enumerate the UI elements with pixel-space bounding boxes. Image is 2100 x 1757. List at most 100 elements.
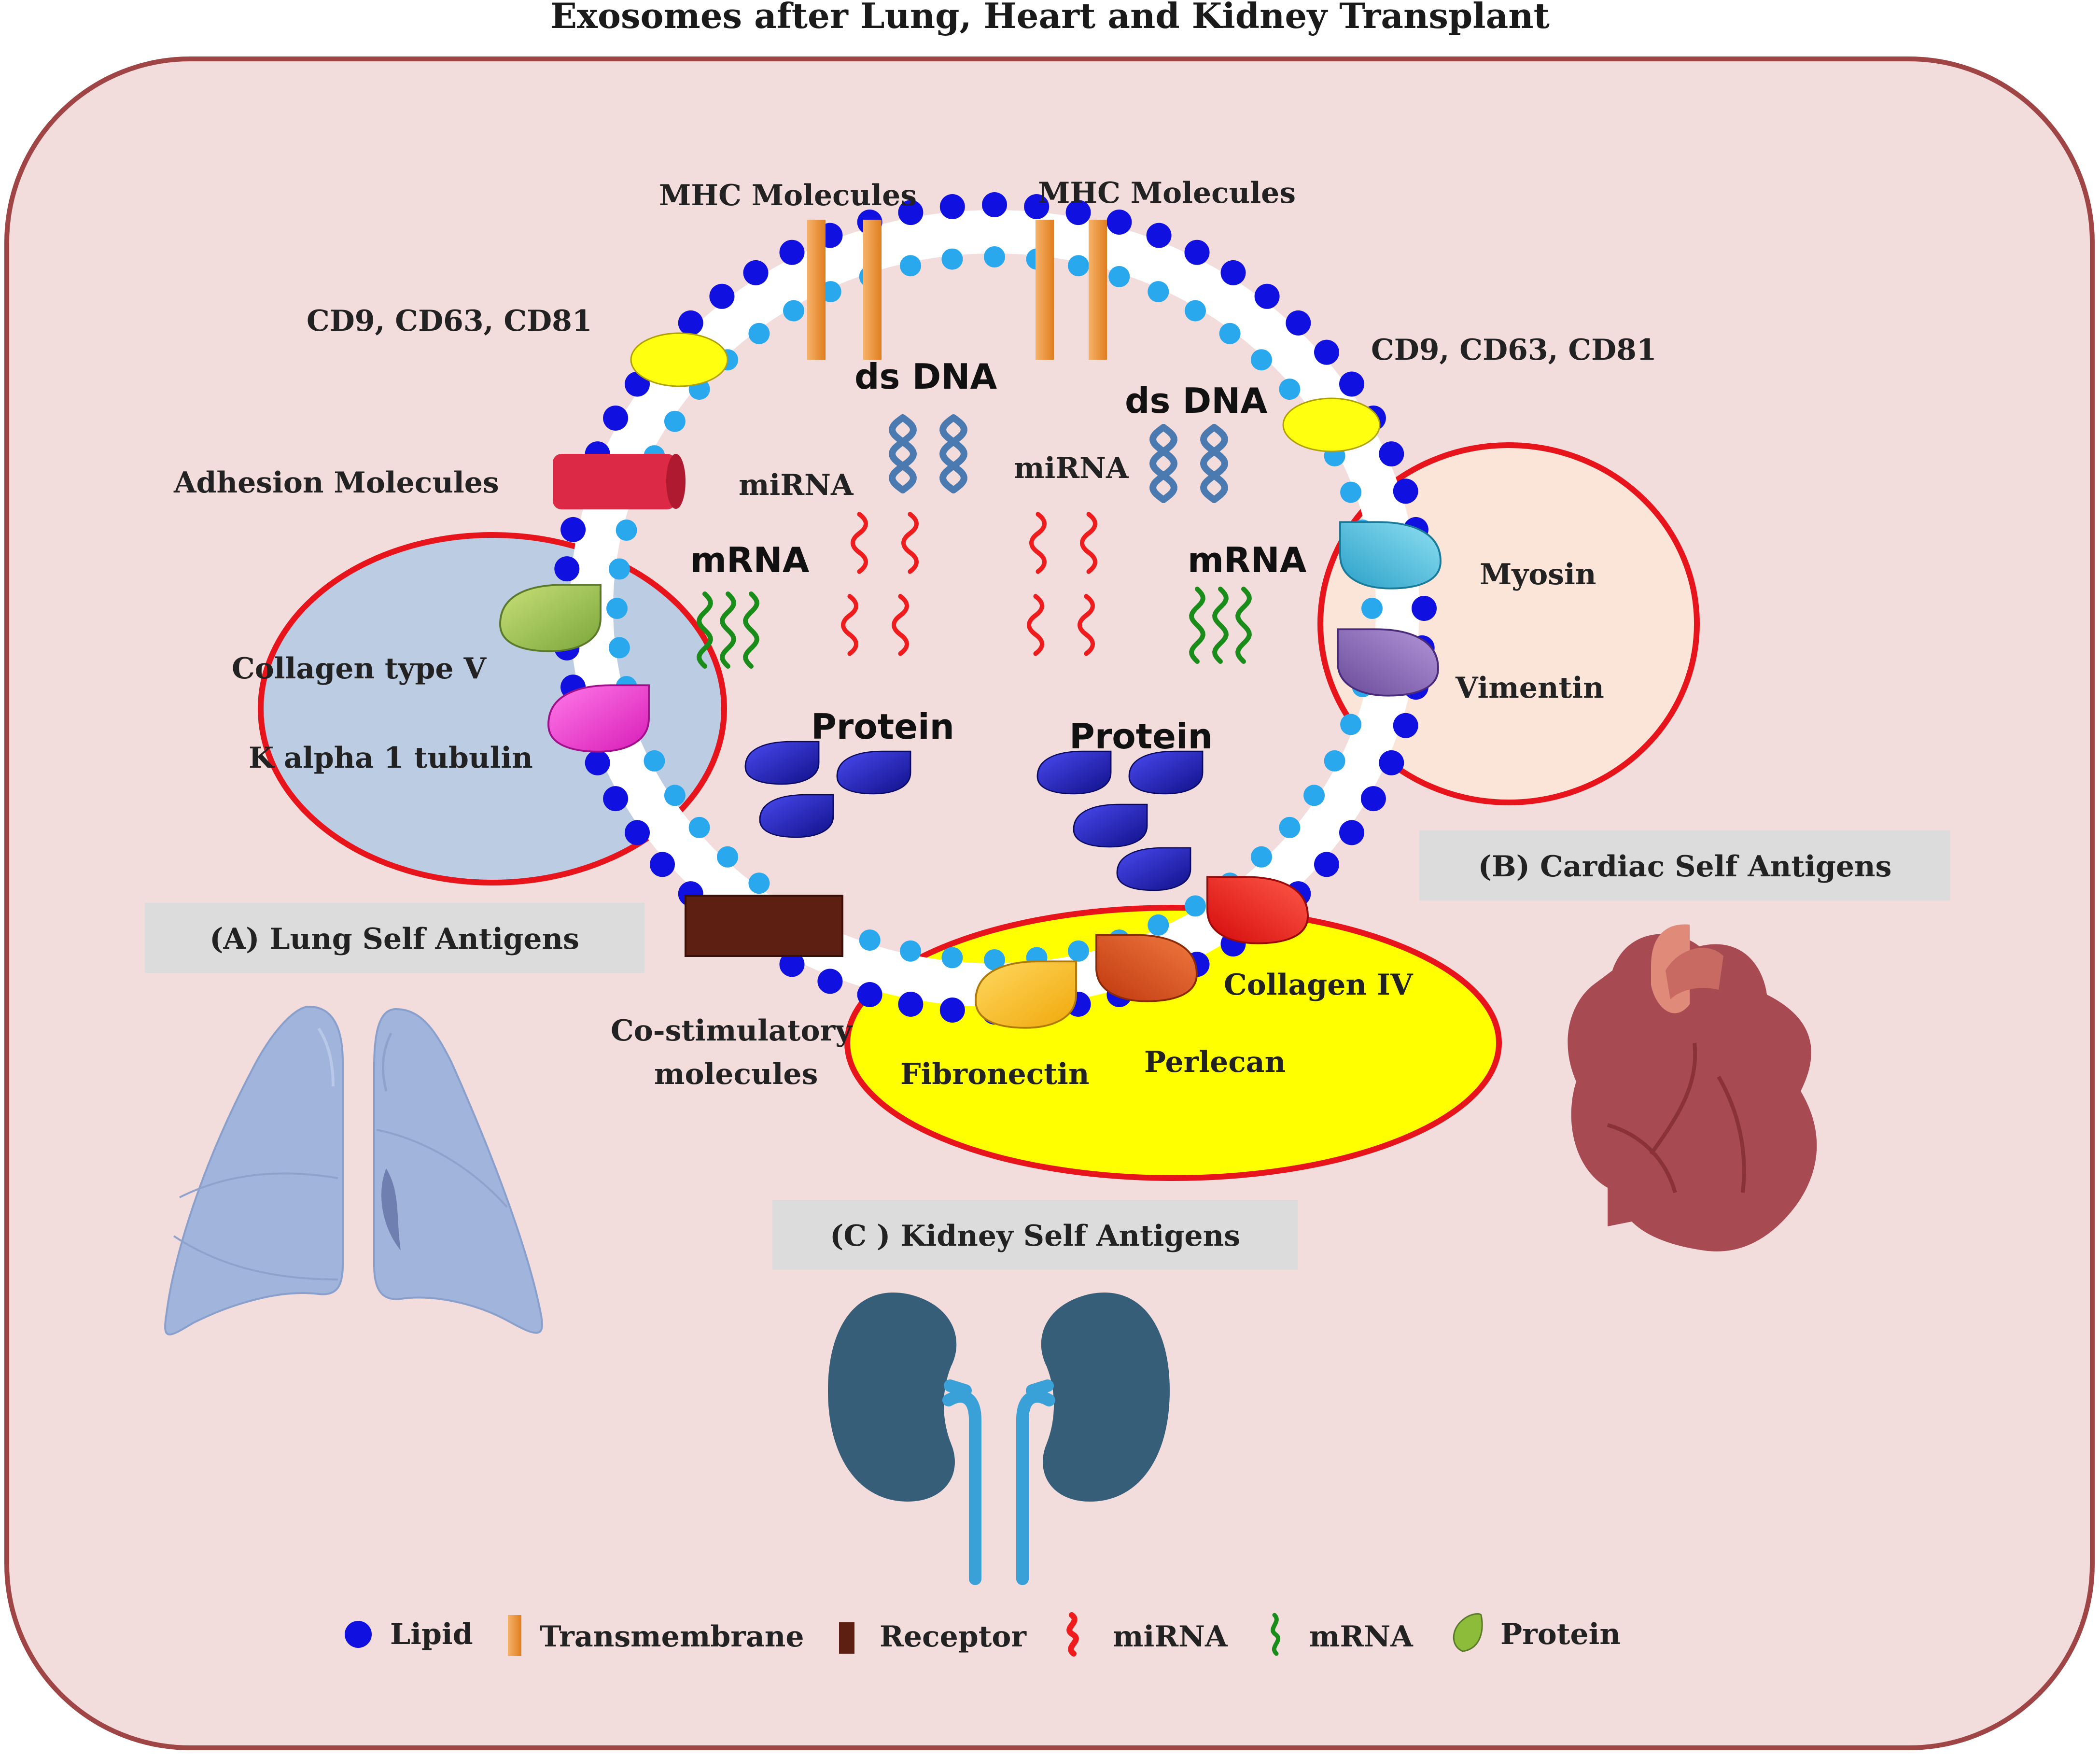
lipid-inner-head (1340, 481, 1362, 503)
dsdna-label-left: ds DNA (854, 356, 997, 397)
kidney-antigen-3-label: Fibronectin (900, 1057, 1089, 1091)
lipid-outer-head (1184, 239, 1210, 265)
lipid-inner-head (984, 949, 1005, 970)
lipid-inner-head (1340, 714, 1362, 735)
lipid-inner-head (644, 750, 665, 772)
kidney-icon (828, 1292, 1170, 1585)
lipid-outer-head (1106, 210, 1132, 235)
lipid-inner-head (1148, 914, 1169, 936)
lipid-inner-head (941, 947, 963, 969)
lipid-inner-head (1185, 895, 1206, 917)
fibronectin-antigen (975, 960, 1077, 1029)
lipid-inner-head (941, 248, 963, 270)
protein-icon (1073, 803, 1148, 848)
legend-mirna-label: miRNA (1113, 1620, 1228, 1654)
lipid-inner-head (616, 520, 637, 541)
kidney-antigen-1-label: Collagen IV (1224, 968, 1414, 1002)
legend-transmembrane-label: Transmembrane (540, 1620, 804, 1654)
heart-icon (1568, 924, 1817, 1251)
protein-icon (1128, 750, 1204, 795)
mrna-label-left: mRNA (690, 540, 810, 580)
lipid-outer-head (939, 194, 965, 219)
mrna-label-right: mRNA (1188, 540, 1307, 580)
lipid-outer-head (1412, 596, 1437, 621)
lipid-inner-head (664, 410, 686, 432)
lipid-outer-head (1393, 713, 1418, 738)
lipid-outer-head (560, 517, 586, 542)
lipid-outer-head (1286, 310, 1311, 336)
lung-caption: (A) Lung Self Antigens (210, 922, 579, 956)
legend-lipid-icon (345, 1621, 372, 1648)
mhc-label-left: MHC Molecules (659, 179, 917, 212)
protein-icon (1036, 750, 1112, 795)
kidney-caption-box (772, 1200, 1298, 1270)
adhesion-label: Adhesion Molecules (173, 466, 499, 500)
mrna-icon (697, 591, 713, 669)
lipid-outer-head (817, 969, 843, 994)
lipid-outer-head (1379, 750, 1404, 775)
protein-icon (836, 750, 911, 795)
lipid-outer-head (1254, 283, 1280, 309)
mrna-cargo (697, 587, 1252, 669)
legend-receptor-icon (839, 1622, 854, 1654)
legend: Lipid Transmembrane Receptor miRNA mRNA … (345, 1612, 1621, 1657)
lipid-inner-head (748, 323, 770, 344)
lipid-outer-head (898, 991, 924, 1017)
lung-antigen-1-label: Collagen type V (232, 652, 487, 686)
costimulatory-receptor (685, 895, 843, 957)
lipid-inner-head (1185, 300, 1206, 322)
lipid-inner-head (717, 846, 738, 868)
protein-label-right: Protein (1069, 716, 1213, 757)
dna-icon (939, 414, 968, 493)
tetraspanin-left (630, 332, 728, 387)
lipid-inner-head (900, 255, 921, 277)
lipid-outer-head (603, 405, 629, 431)
lipid-outer-head (939, 998, 965, 1023)
lipid-inner-head (1068, 940, 1089, 962)
lipid-inner-head (1361, 598, 1383, 619)
lipid-outer-head (1024, 194, 1050, 219)
cardiac-caption-box (1419, 830, 1950, 900)
legend-lipid-label: Lipid (390, 1617, 473, 1651)
lipid-inner-head (1279, 379, 1301, 400)
lipid-outer-head (1146, 223, 1172, 248)
protein-label-left: Protein (811, 706, 954, 747)
kidney-antigen-2-label: Perlecan (1144, 1045, 1286, 1079)
mhc-molecules-right (1036, 220, 1107, 360)
protein-icon (744, 741, 820, 785)
mirna-label-right: miRNA (1014, 451, 1129, 485)
costim-label-line1: Co-stimulatory (611, 1014, 853, 1048)
lipid-inner-head (1303, 785, 1325, 806)
collagen-iv-antigen (1206, 876, 1309, 944)
mrna-icon (1212, 587, 1229, 664)
kidney-caption: (C ) Kidney Self Antigens (830, 1219, 1240, 1253)
lipid-inner-head (859, 929, 881, 951)
tetraspanin-label-left: CD9, CD63, CD81 (307, 304, 592, 338)
lipid-outer-head (982, 192, 1007, 217)
costim-label-line2: molecules (654, 1057, 818, 1091)
perlecan-antigen (1095, 934, 1198, 1002)
mrna-icon (720, 591, 736, 669)
lipid-outer-head (1393, 478, 1418, 504)
figure-title: Exosomes after Lung, Heart and Kidney Tr… (550, 0, 1550, 36)
lipid-inner-head (900, 940, 921, 962)
lipid-outer-head (779, 952, 805, 977)
cardiac-antigen-2-label: Vimentin (1455, 671, 1604, 705)
legend-receptor-label: Receptor (880, 1620, 1027, 1654)
cardiac-antigen-1-label: Myosin (1480, 558, 1596, 591)
lipid-inner-head (748, 872, 770, 894)
lipid-inner-head (1148, 281, 1169, 303)
collagen-type-v-antigen (499, 584, 602, 652)
lipid-outer-head (554, 556, 580, 582)
lipid-outer-head (857, 982, 882, 1007)
protein-icon (1116, 847, 1191, 891)
lipid-inner-head (608, 637, 630, 659)
dna-icon (1200, 424, 1229, 503)
lipid-inner-head (1324, 750, 1345, 772)
lipid-outer-head (585, 750, 610, 775)
lipid-outer-head (678, 310, 703, 336)
legend-mrna-icon (1271, 1613, 1281, 1656)
dsdna-label-right: ds DNA (1125, 380, 1267, 421)
